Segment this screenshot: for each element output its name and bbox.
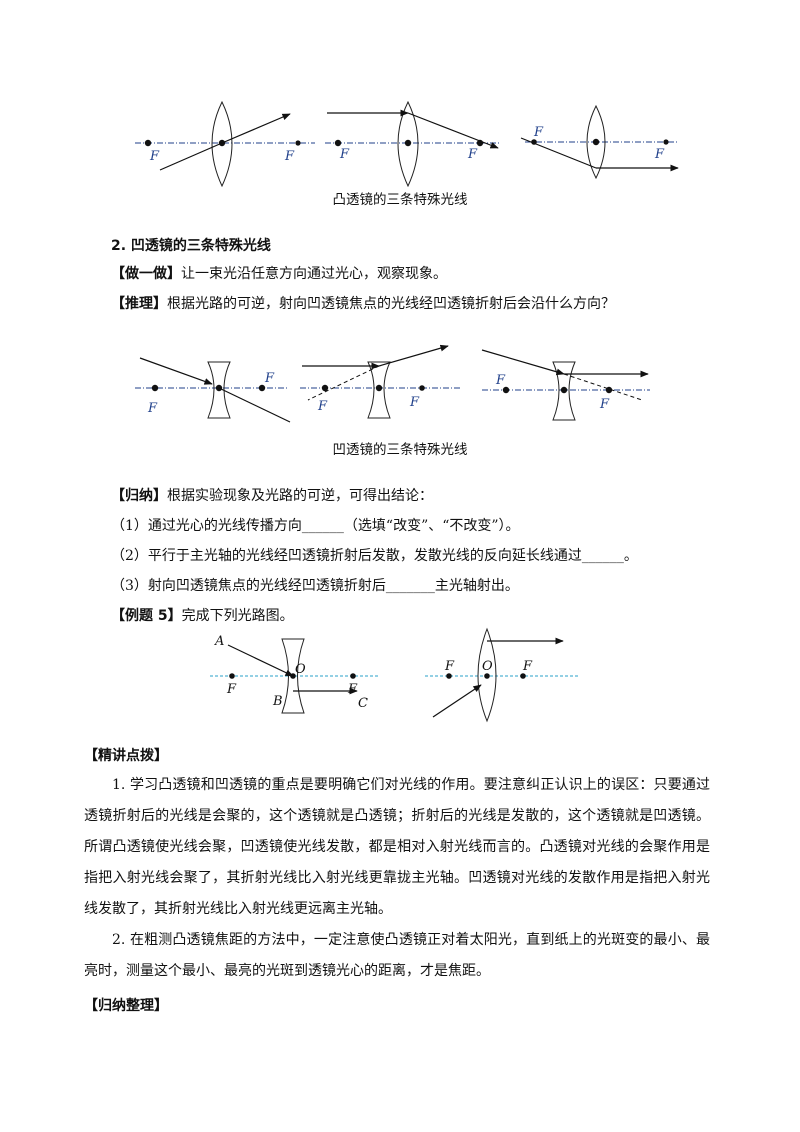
focus-label: F — [495, 373, 506, 388]
point-label-b: B — [272, 694, 283, 709]
figure-caption-convex: 凸透镜的三条特殊光线 — [332, 192, 468, 208]
convex-panel-3: F F — [520, 104, 679, 180]
focus-label: F — [339, 147, 350, 162]
lecture-paragraph-1: 1. 学习凸透镜和凹透镜的重点是要明确它们对光线的作用。要注意纠正认识上的误区：… — [84, 777, 710, 917]
example-line: 【例题 5】完成下列光路图。 — [111, 606, 294, 626]
lecture-paragraph-2: 2. 在粗测凸透镜焦距的方法中，一定注意使凸透镜正对着太阳光，直到纸上的光斑变的… — [84, 932, 710, 979]
example-text: 完成下列光路图。 — [181, 608, 294, 624]
convex-panel-2: F F — [325, 100, 500, 188]
focus-label: F — [147, 401, 158, 416]
example-tag: 【例题 5】 — [111, 608, 182, 624]
convex-lens-figure: F F F F F F — [135, 100, 679, 188]
summary-line: 【归纳】根据实验现象及光路的可逆，可得出结论： — [111, 486, 433, 506]
figure-caption-concave: 凹透镜的三条特殊光线 — [332, 442, 468, 458]
concave-panel-3: F F — [481, 349, 650, 421]
lecture-heading: 【精讲点拨】 — [84, 748, 168, 764]
focus-label: F — [264, 371, 275, 386]
concave-lens-figure: F F F F F F — [135, 344, 650, 423]
reason-text: 根据光路的可逆，射向凹透镜焦点的光线经凹透镜折射后会沿什么方向？ — [167, 296, 615, 312]
do-text: 让一束光沿任意方向通过光心，观察现象。 — [181, 266, 447, 282]
summary-item-2: （2）平行于主光轴的光线经凹透镜折射后发散，发散光线的反向延长线通过______… — [111, 548, 638, 564]
summary-item-3: （3）射向凹透镜焦点的光线经凹透镜折射后_______主光轴射出。 — [111, 578, 519, 594]
example-convex: F O F — [425, 627, 580, 723]
focus-label: F — [599, 397, 610, 412]
summary-item-1: （1）通过光心的光线传播方向______（选填“改变”、“不改变”）。 — [111, 518, 520, 534]
focus-label: F — [149, 149, 160, 164]
focus-label: F — [347, 682, 358, 697]
concave-panel-1: F F — [135, 357, 291, 423]
point-label-o: O — [295, 662, 306, 677]
focus-label: F — [317, 399, 328, 414]
point-label-c: C — [358, 696, 368, 711]
focus-label: F — [654, 147, 665, 162]
reason-tag: 【推理】 — [111, 296, 167, 312]
do-tag: 【做一做】 — [111, 266, 181, 282]
focus-label: F — [467, 147, 478, 162]
focus-label: F — [522, 659, 533, 674]
focus-label: F — [533, 125, 544, 140]
point-label-o: O — [482, 659, 493, 674]
do-line: 【做一做】让一束光沿任意方向通过光心，观察现象。 — [111, 264, 447, 284]
summary2-heading: 【归纳整理】 — [84, 998, 168, 1014]
convex-panel-1: F F — [135, 100, 315, 188]
focus-label: F — [284, 149, 295, 164]
point-label-a: A — [214, 634, 224, 649]
concave-panel-2: F F — [300, 344, 460, 419]
focus-label: F — [444, 659, 455, 674]
focus-label: F — [226, 682, 237, 697]
focus-label: F — [409, 395, 420, 410]
summary-tag: 【归纳】 — [111, 488, 167, 504]
example-concave: A O F F B C — [210, 634, 380, 714]
example-figure: A O F F B C F O F — [210, 627, 580, 723]
section-heading: 2. 凹透镜的三条特殊光线 — [111, 238, 271, 254]
reason-line: 【推理】根据光路的可逆，射向凹透镜焦点的光线经凹透镜折射后会沿什么方向？ — [111, 294, 615, 314]
summary-text: 根据实验现象及光路的可逆，可得出结论： — [167, 488, 433, 504]
